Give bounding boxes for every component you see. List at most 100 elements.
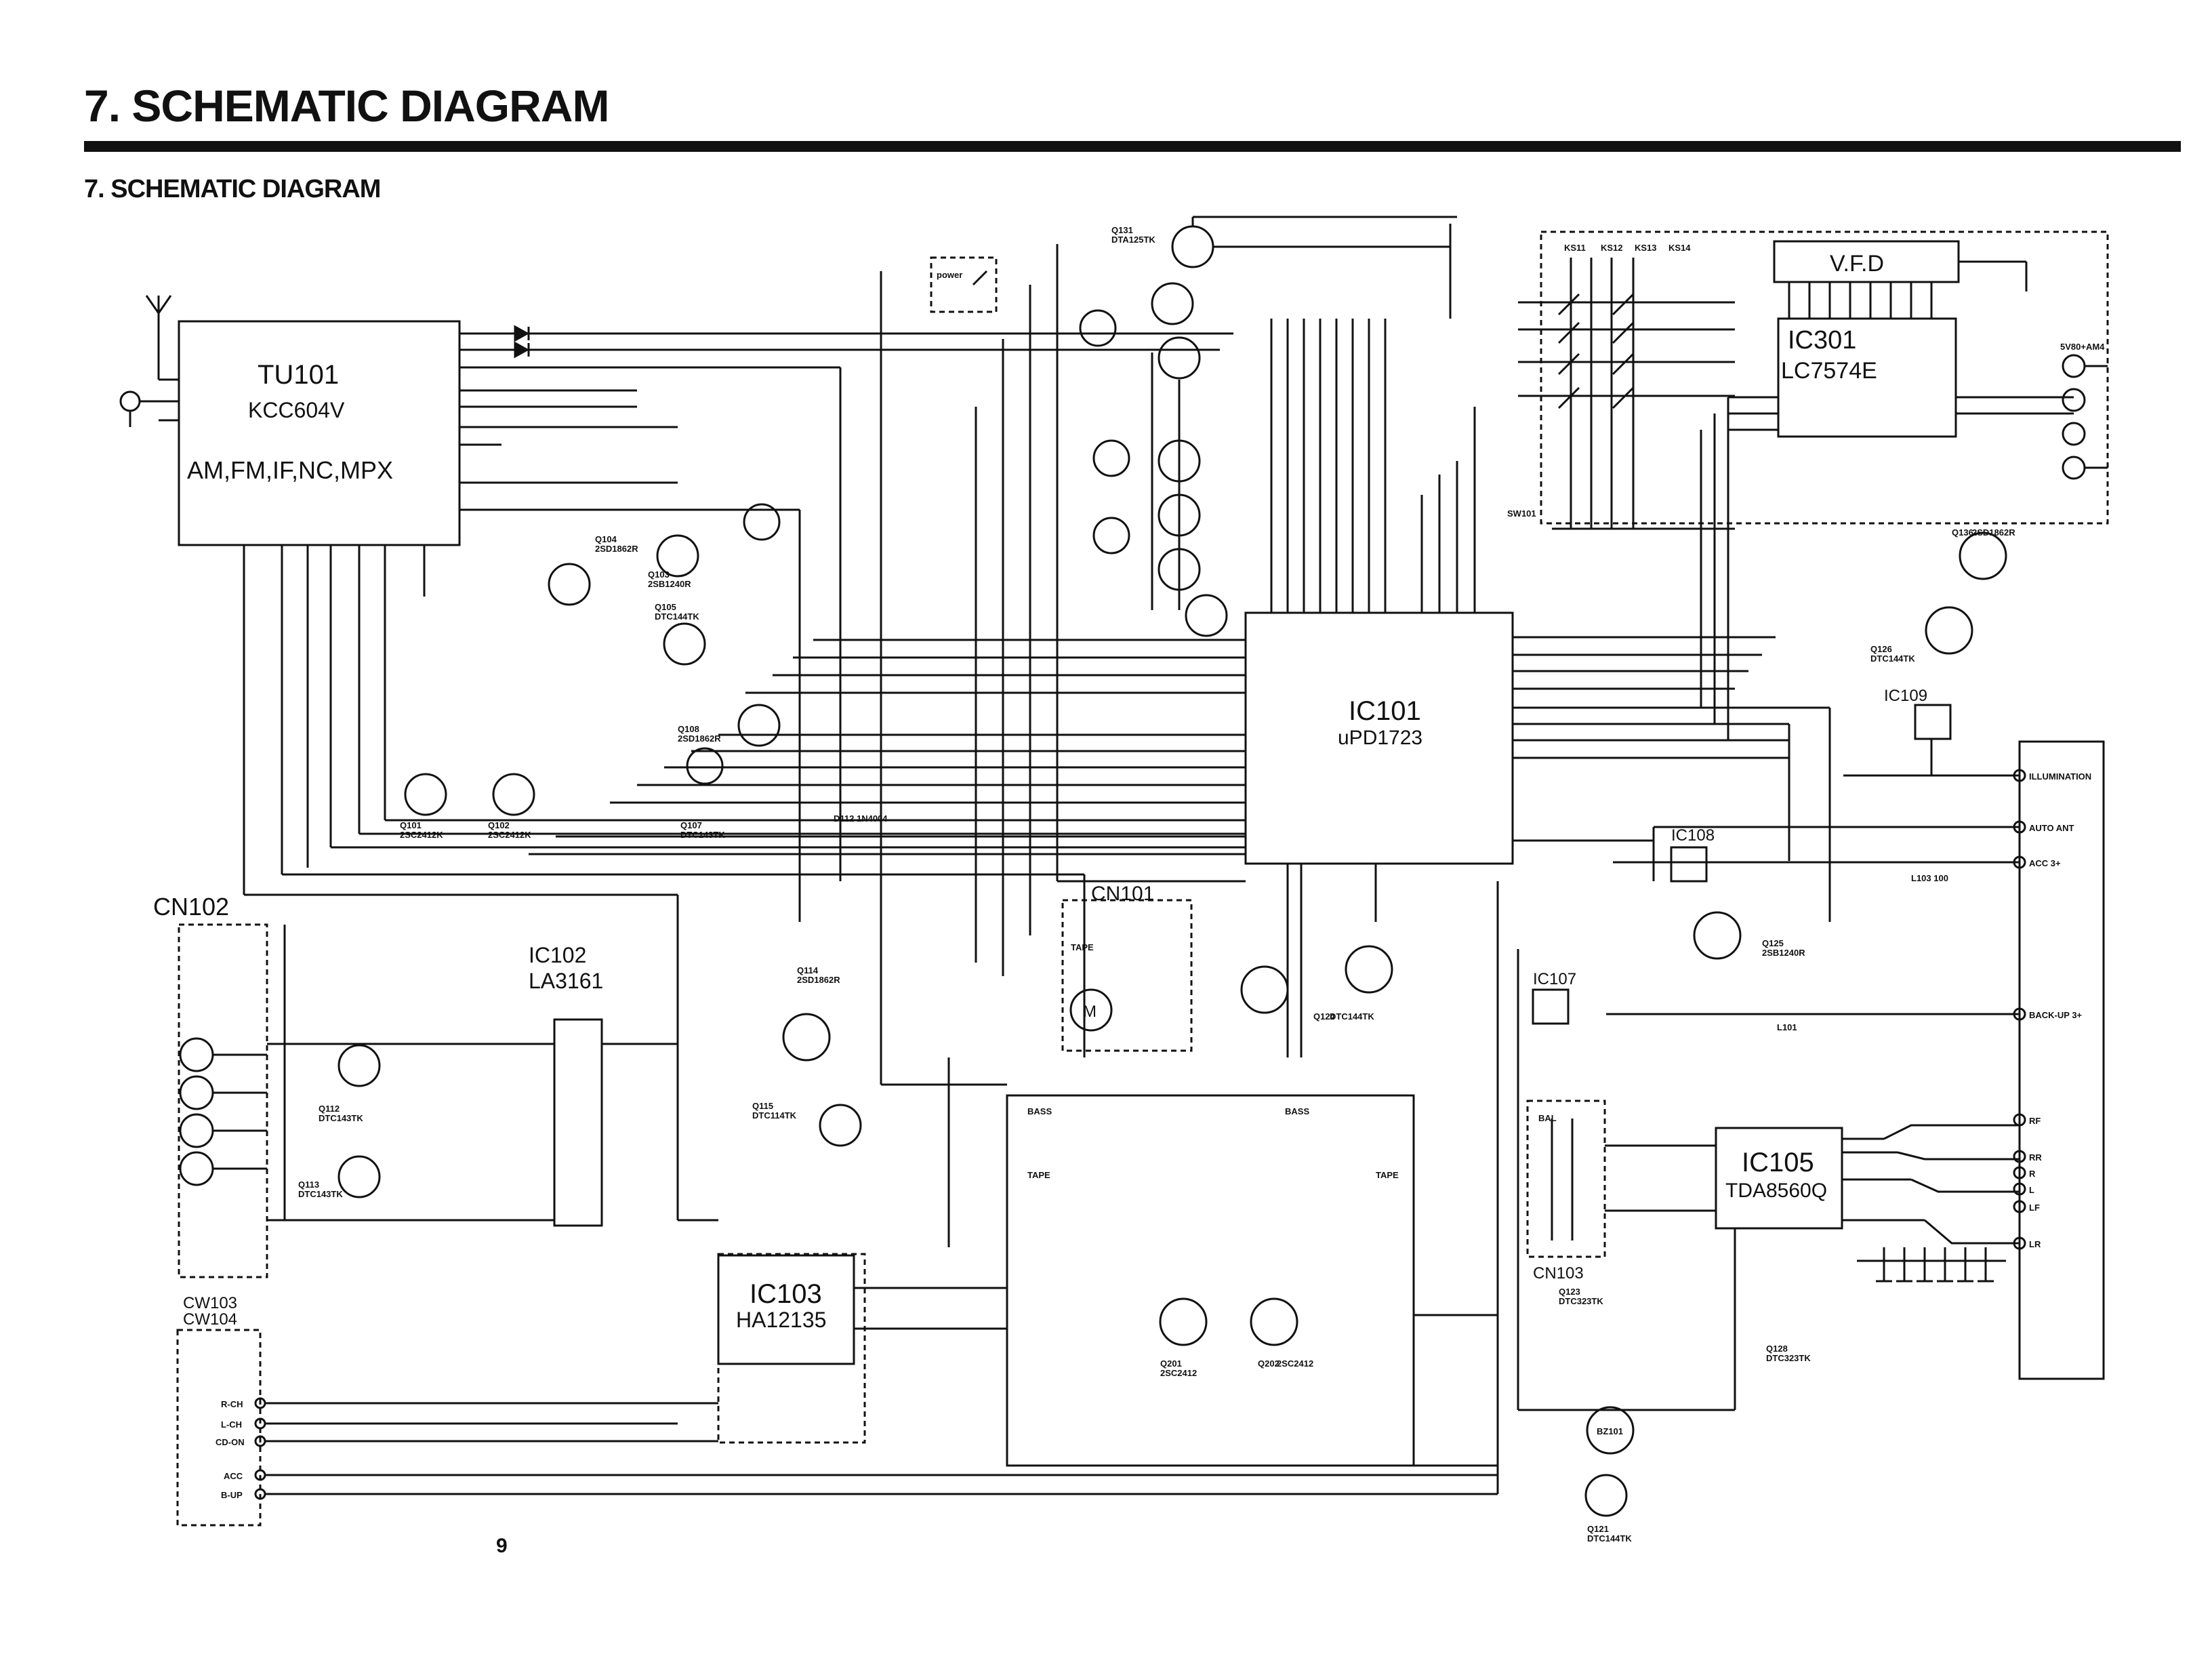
ic101-ref: IC101 — [1349, 696, 1421, 726]
label-d112: D112 1N4004 — [834, 813, 888, 824]
label-q124-part: DTC144TK — [1330, 1011, 1374, 1022]
motor-symbol — [1069, 988, 1113, 1032]
cw-pin-lch: L-CH — [221, 1419, 242, 1430]
label-q123-part: DTC323TK — [1559, 1296, 1603, 1306]
label-q136-part: 2SD1862R — [1972, 527, 2015, 538]
switch-keys — [1557, 293, 1635, 409]
title-rule — [84, 141, 2181, 152]
cn101-ref: CN101 — [1091, 883, 1154, 905]
switch-key-1: KS11 — [1564, 243, 1586, 253]
page-number: 9 — [496, 1535, 508, 1557]
label-q113: Q113 — [298, 1179, 319, 1190]
label-q128-part: DTC323TK — [1766, 1353, 1811, 1363]
buzzer-ref: BZ101 — [1597, 1426, 1623, 1436]
label-q121-part: DTC144TK — [1587, 1533, 1632, 1544]
conn-rr: RR — [2029, 1152, 2042, 1163]
conn-lf: LF — [2029, 1203, 2040, 1213]
ic102-body — [553, 1018, 603, 1227]
ic102-part: LA3161 — [529, 969, 603, 993]
label-bass-2: TAPE — [1376, 1170, 1399, 1180]
label-q114-part: 2SD1862R — [797, 975, 840, 985]
tuner-tu101 — [119, 295, 461, 546]
tu101-ref: TU101 — [258, 360, 339, 390]
conn-backup: BACK-UP 3+ — [2029, 1010, 2083, 1020]
label-treble-2: BASS — [1285, 1106, 1309, 1116]
sv-label: 5V80+AM4 — [2060, 342, 2105, 352]
cn101-box — [1061, 899, 1193, 1052]
tu101-function: AM,FM,IF,NC,MPX — [187, 456, 393, 484]
label-sw101: SW101 — [1507, 508, 1536, 519]
power-switch-box — [930, 256, 998, 313]
ic103-ref: IC103 — [750, 1279, 822, 1309]
label-q126-part: DTC144TK — [1870, 653, 1915, 664]
conn-illumination: ILLUMINATION — [2029, 771, 2091, 782]
label-q126: Q126 — [1870, 644, 1892, 654]
ic109-body — [1914, 704, 1952, 740]
conn-r: R — [2029, 1169, 2036, 1179]
cw104-ref: CW104 — [183, 1310, 237, 1329]
label-q102-part: 2SC2412K — [488, 830, 531, 840]
label-q114: Q114 — [797, 965, 819, 975]
cw-pin-bup: B-UP — [221, 1490, 243, 1500]
conn-l: L — [2029, 1185, 2034, 1195]
ic301-body — [1777, 317, 1957, 438]
switch-key-2: KS12 — [1601, 243, 1623, 253]
front-panel-box — [1540, 230, 2109, 525]
label-cn101-tape: TAPE — [1071, 942, 1094, 952]
cn103-ref: CN103 — [1533, 1264, 1584, 1283]
label-q103-part: 2SB1240R — [648, 579, 691, 589]
conn-auto-ant: AUTO ANT — [2029, 823, 2074, 833]
label-q201-part: 2SC2412 — [1160, 1368, 1197, 1378]
label-q121: Q121 — [1587, 1524, 1609, 1534]
cw-pin-cdon: CD-ON — [216, 1437, 245, 1447]
label-q112: Q112 — [319, 1104, 340, 1114]
label-q112-part: DTC143TK — [319, 1113, 363, 1123]
label-q108-part: 2SD1862R — [678, 733, 721, 744]
label-q123: Q123 — [1559, 1287, 1580, 1297]
label-q107: Q107 — [680, 820, 702, 830]
cw103-box — [176, 1329, 262, 1527]
label-q115: Q115 — [752, 1101, 773, 1111]
power-switch-label: power — [937, 270, 962, 280]
cn103-box — [1526, 1100, 1606, 1258]
ic102-ref: IC102 — [529, 943, 586, 967]
label-q125-part: 2SB1240R — [1762, 948, 1805, 958]
label-q101: Q101 — [400, 820, 422, 830]
label-q107-part: DTC143TK — [680, 830, 725, 840]
ic101-body — [1244, 611, 1514, 865]
label-q116: Q131 — [1111, 225, 1133, 235]
label-cn103-bal: BAL — [1538, 1113, 1557, 1123]
right-connector-box — [2018, 740, 2105, 1380]
label-q103: Q103 — [648, 569, 670, 580]
buzzer-bz101 — [1586, 1406, 1635, 1455]
cn102-box — [178, 923, 268, 1278]
label-q101-part: 2SC2412K — [400, 830, 443, 840]
label-q136: Q136 — [1952, 527, 1973, 538]
label-bass-1: TAPE — [1027, 1170, 1050, 1180]
label-treble-1: BASS — [1027, 1106, 1052, 1116]
label-q104: Q104 — [595, 534, 617, 544]
cw-pin-rch: R-CH — [221, 1399, 243, 1409]
ic101-part: uPD1723 — [1338, 727, 1422, 749]
ic105-part: TDA8560Q — [1725, 1179, 1827, 1202]
conn-rf: RF — [2029, 1116, 2041, 1126]
page-title: 7. SCHEMATIC DIAGRAM — [84, 81, 609, 131]
ic103-part: HA12135 — [736, 1308, 826, 1332]
motor-label: M — [1083, 1003, 1097, 1021]
input-jacks — [179, 1037, 267, 1186]
ic105-body — [1715, 1127, 1843, 1230]
conn-acc: ACC 3+ — [2029, 858, 2061, 868]
cw103-ref: CW103 — [183, 1294, 237, 1312]
label-q128: Q128 — [1766, 1344, 1788, 1354]
conn-lr: LR — [2029, 1239, 2041, 1249]
label-q115-part: DTC114TK — [752, 1110, 797, 1121]
ic108-body — [1670, 846, 1708, 883]
transistor-column — [1079, 216, 1457, 637]
label-q113-part: DTC143TK — [298, 1189, 343, 1199]
vfd-label: V.F.D — [1830, 251, 1884, 277]
label-q108: Q108 — [678, 724, 699, 734]
label-q124: Q124 — [1313, 1011, 1336, 1022]
label-q105-part: DTC144TK — [655, 611, 699, 622]
label-q201: Q201 — [1160, 1358, 1182, 1369]
